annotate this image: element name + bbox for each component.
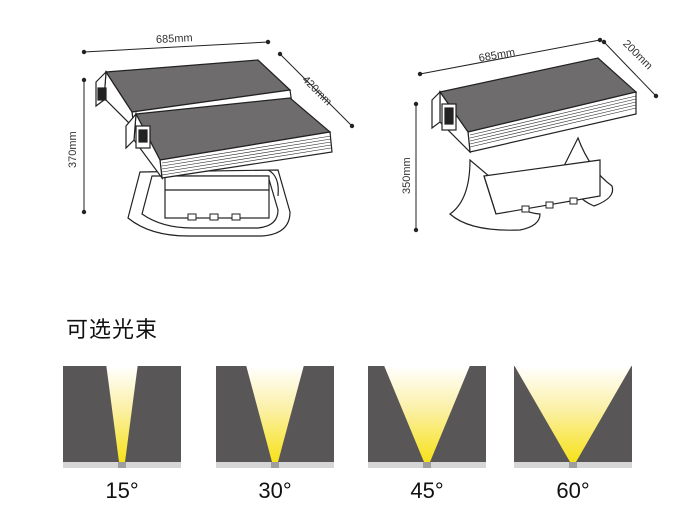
beam-15-panel bbox=[63, 366, 181, 468]
left-width-label: 685mm bbox=[156, 32, 193, 46]
beam-60-panel bbox=[514, 366, 632, 468]
led-source bbox=[569, 462, 577, 468]
left-height-label: 370mm bbox=[67, 131, 79, 168]
beam-cone bbox=[514, 366, 632, 462]
right-depth-label: 200mm bbox=[620, 38, 654, 72]
left-depth-label: 420mm bbox=[299, 74, 333, 108]
beam-options-title: 可选光束 bbox=[66, 318, 159, 343]
beam-cone bbox=[246, 366, 304, 462]
led-source bbox=[271, 462, 279, 468]
beam-cone bbox=[106, 366, 138, 462]
beam-15-label: 15° bbox=[105, 478, 139, 503]
beam-45-label: 45° bbox=[410, 478, 444, 503]
right-fixture-drawing bbox=[413, 37, 659, 233]
right-height-label: 350mm bbox=[401, 157, 413, 194]
beam-30-label: 30° bbox=[258, 478, 292, 503]
led-source bbox=[118, 462, 126, 468]
product-drawings: 685mm 420mm 370mm bbox=[67, 32, 659, 237]
beam-60-label: 60° bbox=[556, 478, 590, 503]
led-source bbox=[423, 462, 431, 468]
left-fixture-drawing bbox=[81, 39, 355, 237]
right-width-label: 685mm bbox=[478, 46, 516, 64]
beam-cone bbox=[384, 366, 470, 462]
beam-30-panel bbox=[216, 366, 334, 468]
beam-45-panel bbox=[368, 366, 486, 468]
